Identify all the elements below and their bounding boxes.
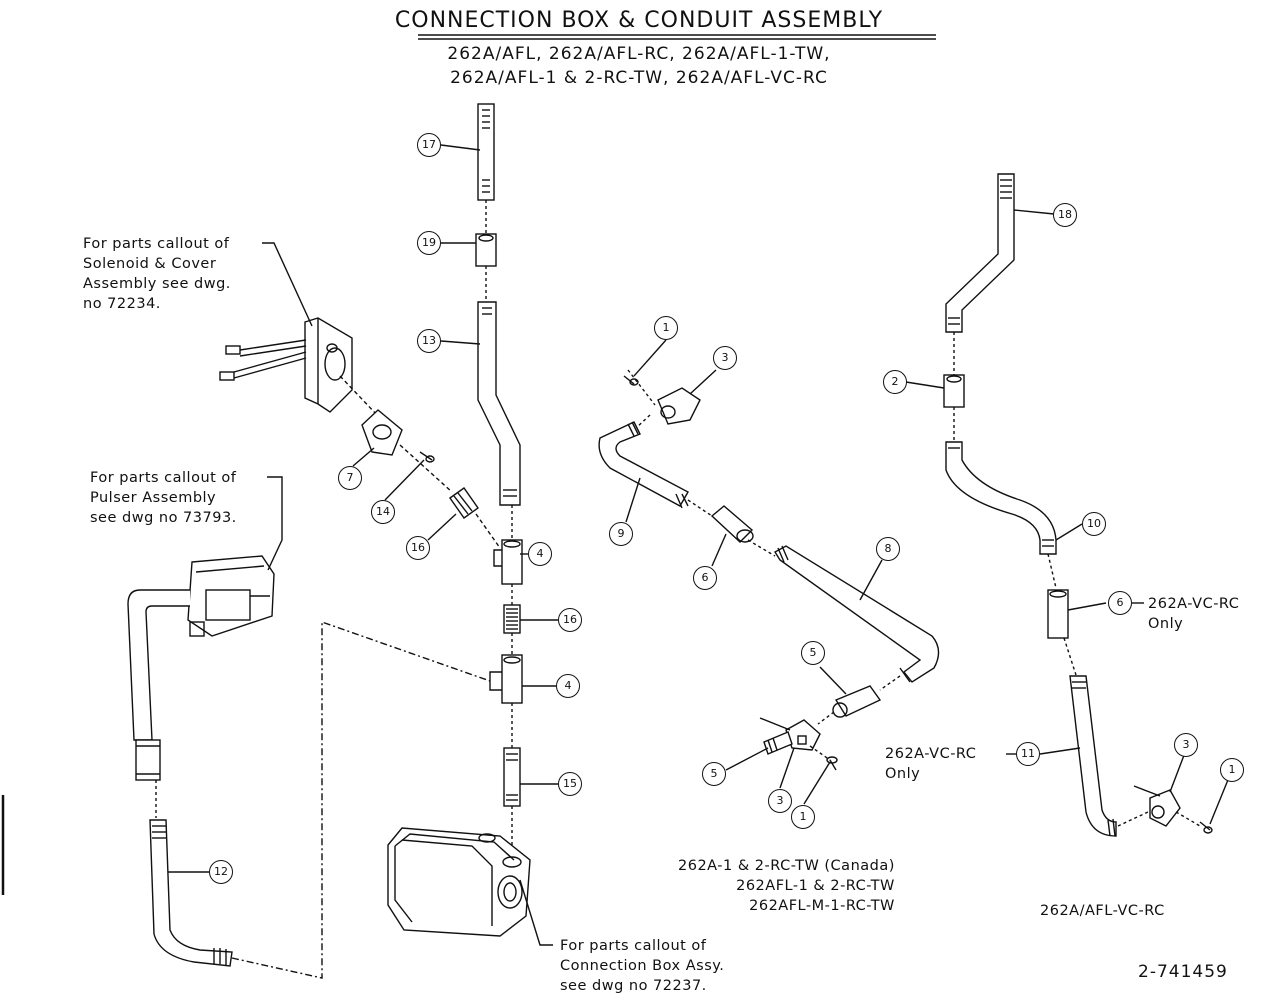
- conduit-9: [598, 421, 689, 509]
- nipple-16: [503, 604, 521, 634]
- callout-balloon: 15: [558, 772, 582, 796]
- screw-14: [419, 451, 435, 463]
- callout-balloon: 16: [558, 608, 582, 632]
- callout-balloon: 1: [1220, 758, 1244, 782]
- subtitle-line-2: 262A/AFL-1 & 2-RC-TW, 262A/AFL-VC-RC: [450, 68, 828, 88]
- connector-5-mid: [832, 685, 882, 718]
- conduit-18: [945, 173, 1015, 333]
- page-title: CONNECTION BOX & CONDUIT ASSEMBLY: [394, 8, 884, 33]
- connection-box: [387, 827, 531, 937]
- nipple-16-side: [449, 487, 479, 519]
- callout-balloon: 5: [801, 641, 825, 665]
- callout-balloon: 1: [791, 805, 815, 829]
- connection-box-note: For parts callout of Connection Box Assy…: [560, 938, 725, 994]
- screw-1-top: [623, 375, 639, 386]
- callout-balloon: 4: [528, 542, 552, 566]
- connection-box-note-leader: [519, 879, 553, 946]
- callout-balloon: 13: [417, 329, 441, 353]
- callout-balloon: 3: [713, 346, 737, 370]
- callout-balloon: 16: [406, 536, 430, 560]
- tee-4-lower: [489, 654, 523, 704]
- callout-balloon: 12: [209, 860, 233, 884]
- elbow-3-right: [1149, 789, 1181, 827]
- vc-rc-only-label-6: 262A-VC-RC Only: [1148, 596, 1240, 632]
- solenoid-note: For parts callout of Solenoid & Cover As…: [83, 236, 231, 312]
- conduit-12: [149, 819, 233, 967]
- conduit-11: [1069, 675, 1117, 837]
- elbow-3-bottom: [785, 719, 821, 751]
- solenoid-note-leader: [262, 242, 313, 327]
- subtitle-line-1: 262A/AFL, 262A/AFL-RC, 262A/AFL-1-TW,: [447, 44, 831, 64]
- callout-balloon: 7: [338, 466, 362, 490]
- callout-balloon: 9: [609, 522, 633, 546]
- conduit-pulser: [127, 589, 190, 781]
- conduit-13: [477, 301, 521, 506]
- callout-balloon: 5: [702, 762, 726, 786]
- vc-rc-variant-label: 262A/AFL-VC-RC: [1040, 903, 1165, 919]
- callout-balloon: 8: [876, 537, 900, 561]
- pulser-note-leader: [267, 476, 283, 571]
- screw-1-bottom: [826, 756, 838, 771]
- pulser-assembly: [187, 555, 275, 637]
- callout-balloon: 17: [417, 133, 441, 157]
- callout-balloon: 19: [417, 231, 441, 255]
- connector-5-bottom: [763, 731, 793, 755]
- nipple-15: [503, 747, 521, 807]
- callout-balloon: 14: [371, 500, 395, 524]
- solenoid-assembly: [219, 317, 379, 417]
- callout-balloon: 10: [1082, 512, 1106, 536]
- coupling-19: [475, 233, 497, 267]
- coupling-6-right: [1047, 589, 1069, 639]
- conduit-17: [477, 103, 495, 201]
- callout-balloon: 11: [1016, 742, 1040, 766]
- callout-balloon: 4: [556, 674, 580, 698]
- callout-balloon: 18: [1053, 203, 1077, 227]
- cover-7: [361, 409, 403, 456]
- callout-balloon: 3: [1174, 733, 1198, 757]
- coupling-2: [943, 374, 965, 408]
- callout-balloon: 6: [693, 566, 717, 590]
- tee-4-upper: [493, 539, 523, 585]
- callout-balloon: 6: [1108, 591, 1132, 615]
- canada-variants-label: 262A-1 & 2-RC-TW (Canada) 262AFL-1 & 2-R…: [678, 858, 895, 914]
- screw-1-right: [1199, 821, 1213, 834]
- drawing-number: 2-741459: [1138, 962, 1228, 982]
- coupling-6-mid: [710, 505, 754, 543]
- elbow-3-top: [657, 387, 701, 425]
- callout-balloon: 1: [654, 316, 678, 340]
- conduit-8: [774, 545, 940, 683]
- leader-lines: [168, 144, 1233, 873]
- callout-balloon: 2: [883, 370, 907, 394]
- vc-rc-only-label-11: 262A-VC-RC Only: [885, 746, 977, 782]
- pulser-note: For parts callout of Pulser Assembly see…: [90, 470, 237, 526]
- conduit-10: [945, 441, 1057, 555]
- callout-balloon: 3: [768, 789, 792, 813]
